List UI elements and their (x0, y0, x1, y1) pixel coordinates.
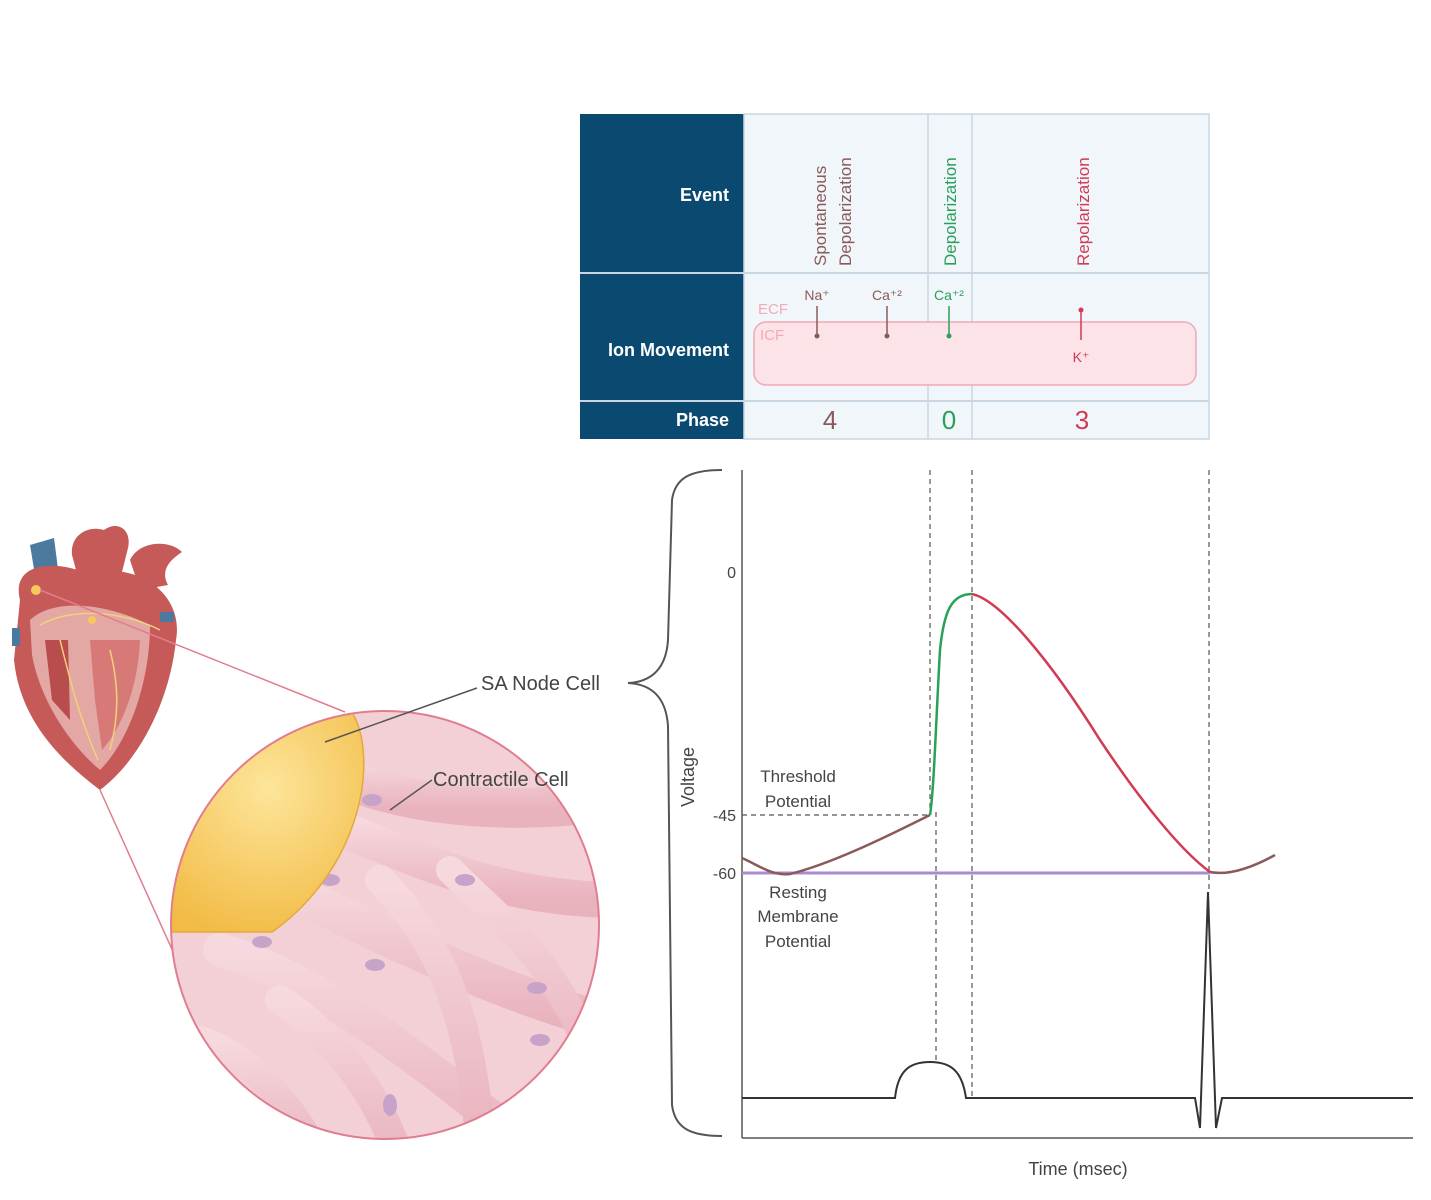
phase-0: 0 (942, 405, 956, 435)
ion-ca-phase4: Ca⁺² (872, 287, 902, 303)
curve-phase4-next (1209, 853, 1276, 875)
event-spontaneous-line2: Depolarization (836, 157, 855, 266)
resting-label-line1: Resting (769, 883, 827, 902)
action-potential-chart: 0 -45 -60 Voltage Time (msec) Threshold … (627, 469, 1413, 1179)
ion-table: Event Ion Movement Phase Spontaneous Dep… (580, 113, 1210, 440)
y-tick-minus45: -45 (713, 808, 736, 825)
ecf-label: ECF (758, 301, 788, 318)
membrane-band (753, 321, 1197, 386)
sa-node-label: SA Node Cell (481, 673, 600, 695)
event-depolarization: Depolarization (941, 157, 960, 266)
event-spontaneous-line1: Spontaneous (811, 166, 830, 266)
sa-node-leader (324, 687, 478, 743)
ion-na: Na⁺ (804, 287, 829, 303)
x-axis-label: Time (msec) (1028, 1159, 1127, 1179)
phase-3: 3 (1075, 405, 1089, 435)
row-header-phase: Phase (676, 410, 729, 430)
sa-node-brace (627, 469, 723, 1137)
contractile-label: Contractile Cell (433, 769, 569, 791)
curve-phase0 (928, 592, 973, 816)
row-header-event: Event (680, 185, 729, 205)
heart-illustration (12, 526, 182, 790)
y-tick-minus60: -60 (713, 866, 736, 883)
icf-label: ICF (760, 327, 784, 344)
y-axis-label: Voltage (678, 747, 698, 807)
contractile-leader (389, 779, 433, 811)
ion-ca-phase0: Ca⁺² (934, 287, 964, 303)
resting-label-line2: Membrane (757, 907, 838, 926)
threshold-label-line2: Potential (765, 792, 831, 811)
row-header-ion-movement: Ion Movement (608, 340, 729, 360)
ecg-trace (742, 891, 1413, 1129)
ion-k: K⁺ (1073, 349, 1090, 365)
curve-phase3 (971, 592, 1211, 874)
event-repolarization: Repolarization (1074, 157, 1093, 266)
phase-4: 4 (823, 405, 837, 435)
resting-label-line3: Potential (765, 932, 831, 951)
y-tick-0: 0 (727, 565, 736, 582)
zoom-line-upper (39, 589, 346, 713)
threshold-label-line1: Threshold (760, 767, 836, 786)
curve-phase4 (741, 813, 931, 876)
sa-node-dot (31, 585, 41, 595)
row-header-column (580, 114, 744, 439)
table-body (743, 113, 1210, 440)
